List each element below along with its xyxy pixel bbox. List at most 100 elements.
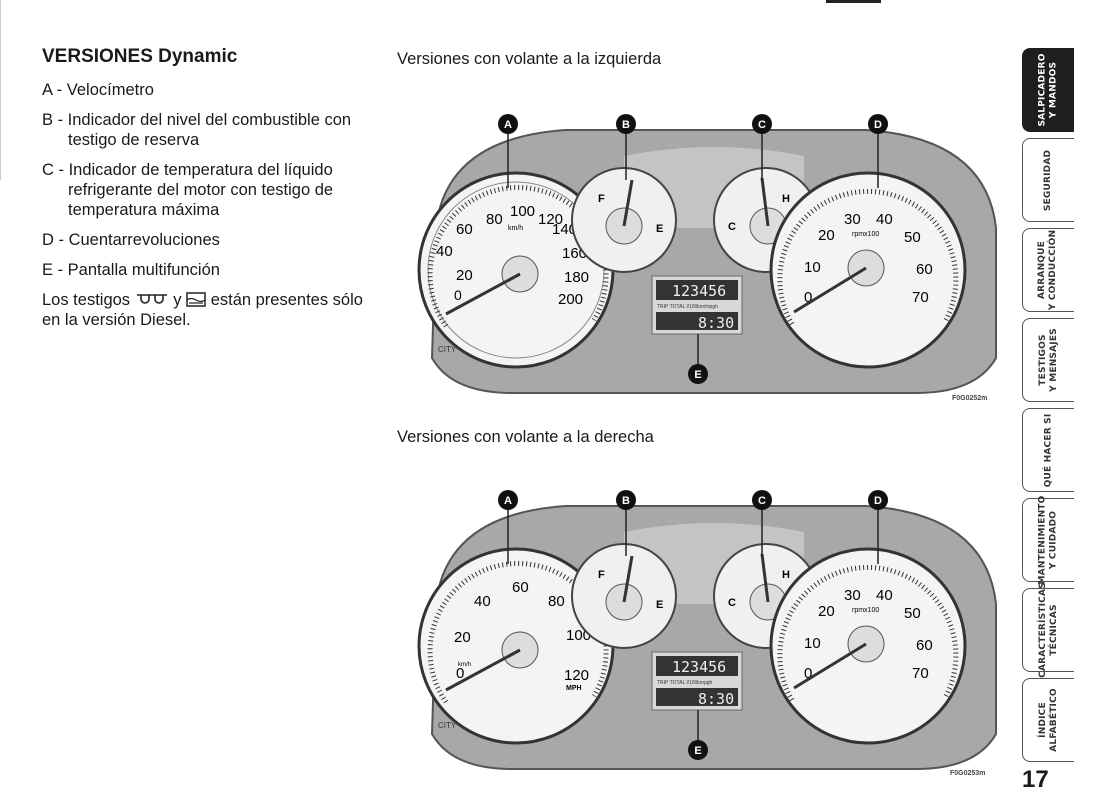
- glow-plug-icon: [136, 294, 167, 304]
- rpm2-label-70: 70: [912, 665, 929, 682]
- note-text-1: Los testigos: [42, 291, 131, 309]
- item-tachometer: D - Cuentarrevoluciones: [42, 231, 220, 249]
- mph-label-20: 20: [454, 629, 471, 646]
- multifunction-display-2: 123456 TRIP TOTAL l/100kmpgh 8:30: [651, 651, 743, 711]
- note-text-3: están presentes sólo en la versión Diese…: [42, 291, 363, 329]
- callout-e: E: [694, 369, 701, 381]
- city-label-2: CITY: [438, 721, 457, 730]
- fuel-full-letter: F: [598, 193, 605, 205]
- diesel-note: Los testigos y están presentes sólo en l…: [42, 290, 372, 330]
- fuel-gauge: F E: [571, 167, 677, 273]
- rpm-label-40: 40: [876, 211, 893, 228]
- rpm-label-0: 0: [804, 289, 812, 306]
- rpm2-label-50: 50: [904, 605, 921, 622]
- display2-odometer: 123456: [672, 658, 726, 676]
- mph-label-40: 40: [474, 593, 491, 610]
- callout-b: B: [622, 119, 630, 131]
- rpm2-label-30: 30: [844, 587, 861, 604]
- top-rule: [826, 0, 881, 3]
- speed-label-60: 60: [456, 221, 473, 238]
- mph-label-80: 80: [548, 593, 565, 610]
- speedometer-gauge-mph: 0 20 40 60 80 100 120 MPH km/h CITY: [417, 547, 615, 745]
- mph-label-0: 0: [456, 665, 464, 682]
- fuel-full-letter-2: F: [598, 569, 605, 581]
- tab-seguridad-label: SEGURIDAD: [1043, 149, 1053, 211]
- speed-label-20: 20: [456, 267, 473, 284]
- rpm-unit: rpmx100: [852, 231, 879, 238]
- water-in-fuel-icon: [186, 292, 206, 307]
- instrument-panel-lhd: 0 20 40 60 80 100 120 140 160 180 200 km…: [417, 114, 997, 394]
- display2-trip: TRIP TOTAL l/100kmpgh: [657, 680, 713, 686]
- speed-label-120: 120: [538, 211, 563, 228]
- tachometer-gauge: 0 10 20 30 40 50 60 70 rpmx100: [769, 171, 967, 369]
- speed-label-80: 80: [486, 211, 503, 228]
- display-time: 8:30: [698, 314, 734, 332]
- rpm-label-20: 20: [818, 227, 835, 244]
- section-title: VERSIONES Dynamic: [42, 46, 238, 67]
- item-temperature-gauge: C - Indicador de temperatura del líquido…: [42, 161, 334, 219]
- rpm2-label-40: 40: [876, 587, 893, 604]
- rpm2-unit: rpmx100: [852, 607, 879, 614]
- callout-d: D: [874, 119, 882, 131]
- callout-a: A: [504, 119, 512, 131]
- fuel-empty-letter-2: E: [656, 599, 663, 611]
- temp-cold-letter-2: C: [728, 597, 736, 609]
- display-trip: TRIP TOTAL l/100km/mpgh: [657, 304, 718, 310]
- figure1-code: F0G0252m: [952, 395, 988, 402]
- rpm2-label-0: 0: [804, 665, 812, 682]
- fuel-empty-letter: E: [656, 223, 663, 235]
- mph-unit: MPH: [566, 685, 582, 692]
- note-text-2: y: [173, 291, 182, 309]
- speed-label-0: 0: [454, 287, 462, 303]
- rpm-label-60: 60: [916, 261, 933, 278]
- left-rule: [0, 0, 1, 180]
- figure1-caption: Versiones con volante a la izquierda: [397, 50, 662, 68]
- temp-hot-letter: H: [782, 193, 790, 205]
- speed-label-100: 100: [510, 203, 535, 220]
- temp-cold-letter: C: [728, 221, 736, 233]
- page-number: 17: [1022, 766, 1049, 793]
- fuel-gauge-2: F E: [571, 543, 677, 649]
- callout-c: C: [758, 119, 766, 131]
- kmh-unit: km/h: [458, 662, 471, 668]
- instrument-panel-rhd: 0 20 40 60 80 100 120 MPH km/h CITY F E …: [417, 490, 997, 770]
- description-column: VERSIONES Dynamic A - Velocímetro B - In…: [42, 46, 372, 330]
- callout2-b: B: [622, 495, 630, 507]
- city-label: CITY: [438, 345, 457, 354]
- temp-hot-letter-2: H: [782, 569, 790, 581]
- display2-time: 8:30: [698, 690, 734, 708]
- mph-label-120: 120: [564, 667, 589, 684]
- display-odometer: 123456: [672, 282, 726, 300]
- callout2-d: D: [874, 495, 882, 507]
- tab-seguridad[interactable]: SEGURIDAD: [1022, 138, 1074, 222]
- callout2-c: C: [758, 495, 766, 507]
- item-multifunction-display: E - Pantalla multifunción: [42, 261, 220, 279]
- speed-unit: km/h: [508, 225, 523, 232]
- rpm2-label-60: 60: [916, 637, 933, 654]
- rpm-label-30: 30: [844, 211, 861, 228]
- tachometer-gauge-2: 0 10 20 30 40 50 60 70 rpmx100: [769, 547, 967, 745]
- tab-que-hacer-si[interactable]: QUÉ HACER SI: [1022, 408, 1074, 492]
- rpm-label-10: 10: [804, 259, 821, 276]
- rpm2-label-20: 20: [818, 603, 835, 620]
- callout2-a: A: [504, 495, 512, 507]
- rpm2-label-10: 10: [804, 635, 821, 652]
- figure2-caption: Versiones con volante a la derecha: [397, 428, 654, 446]
- speedometer-gauge: 0 20 40 60 80 100 120 140 160 180 200 km…: [417, 171, 615, 369]
- speed-label-200: 200: [558, 291, 583, 308]
- tab-que-hacer-si-label: QUÉ HACER SI: [1043, 413, 1054, 487]
- item-speedometer: A - Velocímetro: [42, 81, 154, 99]
- rpm-label-50: 50: [904, 229, 921, 246]
